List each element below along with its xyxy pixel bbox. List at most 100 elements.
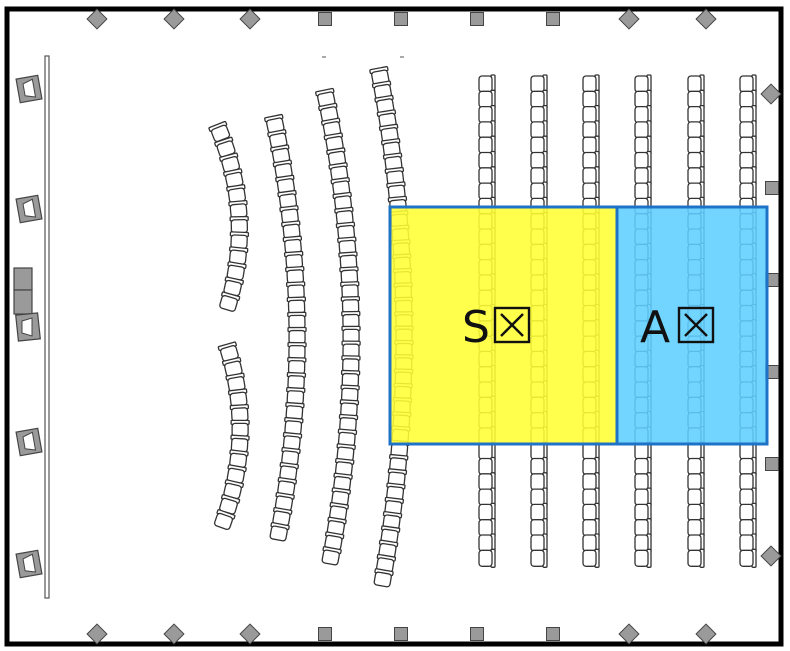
chair-icon[interactable] [739, 150, 757, 171]
chair-icon[interactable] [228, 199, 248, 219]
chair-icon[interactable] [340, 384, 360, 403]
chair-icon[interactable] [634, 502, 652, 523]
chair-icon[interactable] [339, 266, 359, 285]
chair-icon[interactable] [323, 132, 344, 152]
chair-icon[interactable] [687, 548, 705, 568]
chair-icon[interactable] [321, 546, 342, 566]
chair-icon[interactable] [279, 461, 299, 481]
chair-icon[interactable] [218, 494, 241, 515]
chair-icon[interactable] [530, 181, 548, 201]
speaker-icon [546, 12, 560, 26]
chair-icon[interactable] [326, 147, 347, 167]
chair-icon[interactable] [226, 464, 247, 484]
chair-icon[interactable] [286, 386, 306, 405]
chair-icon[interactable] [271, 506, 293, 527]
chair-icon[interactable] [340, 281, 360, 299]
chair-icon[interactable] [285, 401, 305, 421]
chair-icon[interactable] [687, 150, 705, 171]
chair-icon[interactable] [229, 215, 249, 234]
chair-icon[interactable] [478, 502, 496, 523]
chair-icon[interactable] [281, 220, 302, 239]
chair-icon[interactable] [687, 456, 705, 477]
chair-icon[interactable] [286, 371, 307, 390]
chair-icon[interactable] [634, 487, 652, 507]
chair-icon[interactable] [318, 102, 340, 123]
chair-icon[interactable] [283, 250, 304, 270]
chair-icon[interactable] [634, 518, 652, 538]
chair-icon[interactable] [279, 205, 300, 224]
chair-icon[interactable] [285, 281, 306, 300]
chair-icon[interactable] [282, 235, 303, 254]
chair-icon[interactable] [582, 135, 600, 155]
chair-icon[interactable] [219, 152, 241, 173]
chair-icon[interactable] [582, 74, 600, 94]
chair-icon[interactable] [286, 296, 307, 315]
chair-icon[interactable] [376, 109, 397, 129]
chair-icon[interactable] [287, 326, 307, 345]
chair-icon[interactable] [222, 276, 244, 297]
chair-icon[interactable] [386, 181, 407, 200]
chair-icon[interactable] [530, 166, 548, 186]
zone-a-label: A [640, 302, 715, 353]
chair-icon[interactable] [382, 510, 403, 530]
chair-icon[interactable] [341, 310, 361, 329]
chair-icon[interactable] [530, 548, 548, 568]
chair-icon[interactable] [214, 136, 237, 158]
chair-icon[interactable] [226, 261, 247, 281]
chair-icon[interactable] [229, 231, 250, 250]
chair-icon[interactable] [276, 476, 298, 496]
chair-icon[interactable] [269, 522, 290, 542]
chair-icon[interactable] [739, 533, 757, 553]
chair-icon[interactable] [582, 89, 600, 109]
chair-icon[interactable] [530, 89, 548, 109]
chair-icon[interactable] [634, 548, 652, 568]
chair-icon[interactable] [213, 509, 236, 531]
chair-icon[interactable] [228, 449, 249, 469]
chair-icon[interactable] [264, 113, 286, 134]
chair-icon[interactable] [287, 356, 307, 375]
chair-icon[interactable] [373, 568, 394, 588]
chair-icon[interactable] [687, 533, 705, 553]
chair-icon[interactable] [282, 431, 303, 451]
chair-icon[interactable] [687, 89, 705, 109]
chair-icon[interactable] [328, 501, 349, 522]
chair-icon[interactable] [341, 340, 361, 358]
chair-icon[interactable] [478, 135, 496, 155]
chair-icon[interactable] [339, 399, 360, 418]
speaker-icon [618, 623, 640, 645]
chair-icon[interactable] [340, 369, 361, 388]
chair-icon[interactable] [530, 150, 548, 171]
chair-icon[interactable] [739, 548, 757, 568]
chair-icon[interactable] [328, 162, 349, 182]
chair-icon[interactable] [530, 135, 548, 155]
chair-icon[interactable] [582, 548, 600, 568]
chair-icon[interactable] [287, 341, 307, 360]
chair-icon[interactable] [340, 295, 361, 314]
chair-icon[interactable] [478, 548, 496, 568]
chair-icon[interactable] [337, 236, 357, 255]
chair-icon[interactable] [341, 325, 361, 344]
chair-icon[interactable] [285, 265, 305, 285]
chair-icon[interactable] [287, 311, 307, 330]
chair-icon[interactable] [341, 355, 361, 373]
chair-icon[interactable] [221, 356, 243, 377]
chair-icon[interactable] [334, 206, 355, 226]
chair-icon[interactable] [230, 419, 250, 438]
chair-icon[interactable] [330, 177, 351, 196]
chair-icon[interactable] [226, 184, 247, 204]
chair-icon[interactable] [384, 166, 405, 186]
chair-icon[interactable] [218, 291, 241, 312]
chair-icon[interactable] [230, 434, 250, 453]
chair-icon[interactable] [739, 89, 757, 109]
chair-icon[interactable] [634, 533, 652, 553]
chair-icon[interactable] [478, 74, 496, 94]
zone-s-area[interactable] [388, 205, 619, 446]
chair-icon[interactable] [634, 135, 652, 155]
chair-icon[interactable] [229, 403, 250, 423]
chair-icon[interactable] [332, 472, 353, 492]
zone-a-area[interactable] [615, 205, 769, 446]
chair-icon[interactable] [270, 144, 292, 164]
chair-icon[interactable] [378, 123, 399, 143]
chair-icon[interactable] [530, 518, 548, 538]
